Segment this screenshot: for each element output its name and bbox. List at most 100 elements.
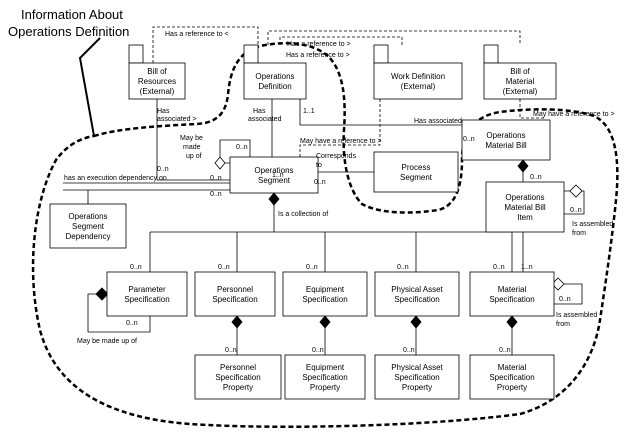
edge-bor-seg <box>156 99 230 181</box>
composition-diamond-param <box>95 287 109 301</box>
equipment-specification-frame <box>282 271 368 317</box>
label-may-be-made-up-of-1: May be <box>180 135 203 142</box>
label-may-have-reference-omb: May have a reference to > <box>533 111 615 118</box>
material-specification-property-frame <box>469 354 555 400</box>
mult-mat-self: 0..n <box>559 296 571 303</box>
label-is-assembled-from-2b: from <box>556 321 570 328</box>
edge-mat-self <box>554 283 583 305</box>
material-specification-property-label-line: Property <box>497 383 527 392</box>
operations-material-bill-item-frame <box>485 181 565 233</box>
edge-omb-bom-reference <box>519 99 545 119</box>
mult-omb-item: 0..n <box>530 174 542 181</box>
mult-phys-prop: 0..n <box>403 347 415 354</box>
label-is-a-collection-of: Is a collection of <box>278 211 328 218</box>
mult-equip-prop: 0..n <box>312 347 324 354</box>
label-execution-dependency: has an execution dependency on <box>64 175 167 182</box>
operations-material-bill-label-line: Operations <box>486 131 525 140</box>
work-definition-label-line: Work Definition <box>391 72 445 81</box>
label-has-associated-od-2: associated <box>248 116 282 123</box>
mult-equip: 0..n <box>306 264 318 271</box>
bill-of-material-folder-tab <box>483 44 499 64</box>
edge-od-bom-reference <box>267 30 521 45</box>
bill-of-resources-frame <box>128 62 186 100</box>
aggregation-diamond-item-self <box>569 184 583 198</box>
label-has-associated-omb: Has associated <box>414 118 462 125</box>
mult-param: 0..n <box>130 264 142 271</box>
label-may-be-made-up-of-3: up of <box>186 153 202 160</box>
process-segment-label-line: Segment <box>400 173 433 182</box>
mult-mat-prop: 0..n <box>499 347 511 354</box>
equipment-specification-label-line: Equipment <box>306 285 345 294</box>
process-segment-frame <box>373 151 459 193</box>
mult-param-self: 0..n <box>126 320 138 327</box>
mult-dep-2: 0..n <box>210 191 222 198</box>
composition-diamond-mat <box>506 315 518 329</box>
equipment-specification-property-label-line: Specification <box>302 373 347 382</box>
bill-of-material-label-line: (External) <box>503 87 538 96</box>
operations-segment-frame <box>229 156 319 194</box>
physical-asset-specification-property-frame <box>374 354 460 400</box>
edge-od-bor-reference <box>152 26 259 63</box>
operations-segment-dependency-frame <box>49 203 127 249</box>
operations-segment-dependency-label-line: Operations <box>68 212 107 221</box>
operations-material-bill-item-label-line: Material Bill <box>504 203 546 212</box>
operations-material-bill-frame <box>461 119 551 161</box>
bill-of-resources-label-line: Resources <box>138 77 176 86</box>
parameter-specification-label-line: Parameter <box>128 285 166 294</box>
label-has-reference-lt: Has a reference to < <box>165 31 229 38</box>
operations-definition-frame <box>243 62 307 100</box>
label-has-reference-gt-1: Has a reference to > <box>287 41 351 48</box>
title-line-2: Operations Definition <box>8 24 129 39</box>
physical-asset-specification-label-line: Specification <box>394 295 439 304</box>
equipment-specification-property-label-line: Property <box>310 383 340 392</box>
label-is-assembled-from-2a: Is assembled <box>556 312 597 319</box>
label-may-be-made-up-of-2: made <box>183 144 201 151</box>
composition-diamond-omb <box>517 159 529 173</box>
label-has-reference-gt-2: Has a reference to > <box>286 52 350 59</box>
work-definition-folder-tab <box>373 44 389 64</box>
mult-seg-self: 0..n <box>236 144 248 151</box>
equipment-specification-property-frame <box>284 354 366 400</box>
physical-asset-specification-property-label-line: Property <box>402 383 432 392</box>
equipment-specification-property-label-line: Equipment <box>306 363 345 372</box>
parameter-specification-label-line: Specification <box>124 295 169 304</box>
mult-item-mat: 1..n <box>521 264 533 271</box>
mult-pers: 0..n <box>218 264 230 271</box>
mult-pers-prop: 0..n <box>225 347 237 354</box>
physical-asset-specification-property-label-line: Specification <box>394 373 439 382</box>
bill-of-resources-folder-tab <box>128 44 144 64</box>
bill-of-resources-label-line: (External) <box>140 87 175 96</box>
operations-segment-label-line: Operations <box>254 166 293 175</box>
work-definition-box: Work Definition(External) <box>373 44 463 100</box>
label-has-associated-bor-1: Has <box>157 108 170 115</box>
personnel-specification-property-label-line: Specification <box>215 373 260 382</box>
operations-material-bill-label-line: Material Bill <box>485 141 527 150</box>
mult-seg-ps: 0..n <box>314 179 326 186</box>
personnel-specification-label-line: Specification <box>212 295 257 304</box>
mult-od-seg: 1..n <box>272 172 284 179</box>
mult-mat: 0..n <box>493 264 505 271</box>
composition-diamond-equip <box>319 315 331 329</box>
mult-bor-seg: 0..n <box>157 166 169 173</box>
label-corresponds-to-2: to <box>316 162 322 169</box>
label-has-associated-bor-2: associated > <box>157 116 197 123</box>
label-corresponds-to-1: Corresponds <box>316 153 357 160</box>
personnel-specification-label-line: Personnel <box>217 285 253 294</box>
edge-param-self <box>87 293 151 333</box>
title-line-1: Information About <box>21 7 123 22</box>
mult-od-ps: 1..1 <box>303 108 315 115</box>
composition-diamond-segment <box>268 192 280 206</box>
label-has-associated-od-1: Has <box>253 108 266 115</box>
scope-boundary <box>31 42 619 429</box>
physical-asset-specification-frame <box>374 271 460 317</box>
